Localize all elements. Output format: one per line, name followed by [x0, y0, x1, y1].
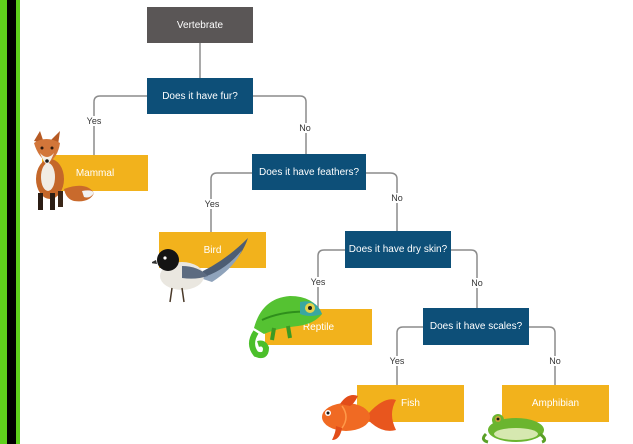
question-node-fur: Does it have fur? [147, 78, 253, 114]
edge-label-fur-yes: Yes [85, 116, 103, 126]
left-border-black-stripe [7, 0, 16, 444]
connector-scales-fish [396, 326, 423, 385]
frog-picture [481, 414, 547, 444]
left-border-green-stripe [0, 0, 7, 444]
connector-feathers-bird [210, 172, 252, 232]
question-node-dry-skin: Does it have dry skin? [345, 231, 451, 268]
edge-label-scales-no: No [548, 356, 562, 366]
connector-scales-amphibian [529, 326, 556, 385]
leaf-node-amphibian: Amphibian [502, 385, 609, 422]
connector-feathers-dryskin [366, 172, 398, 231]
leaf-node-bird: Bird [159, 232, 266, 268]
left-border-green-stripe-inner [16, 0, 20, 444]
edge-label-fur-no: No [298, 123, 312, 133]
edge-label-scales-yes: Yes [388, 356, 406, 366]
question-node-scales: Does it have scales? [423, 308, 529, 345]
connector-dryskin-scales [451, 249, 478, 308]
question-node-feathers: Does it have feathers? [252, 154, 366, 190]
edge-label-feathers-yes: Yes [203, 199, 221, 209]
goldfish-picture [322, 395, 396, 440]
edge-label-dryskin-no: No [470, 278, 484, 288]
chameleon-picture [249, 296, 322, 359]
connector-fur-mammal [93, 95, 147, 155]
edge-label-dryskin-yes: Yes [309, 277, 327, 287]
connector-fur-feathers [253, 95, 307, 154]
root-node-vertebrate: Vertebrate [147, 7, 253, 43]
connector-dryskin-reptile [317, 249, 345, 309]
bird-picture [152, 238, 248, 303]
fox-picture [34, 131, 94, 210]
edge-label-feathers-no: No [390, 193, 404, 203]
